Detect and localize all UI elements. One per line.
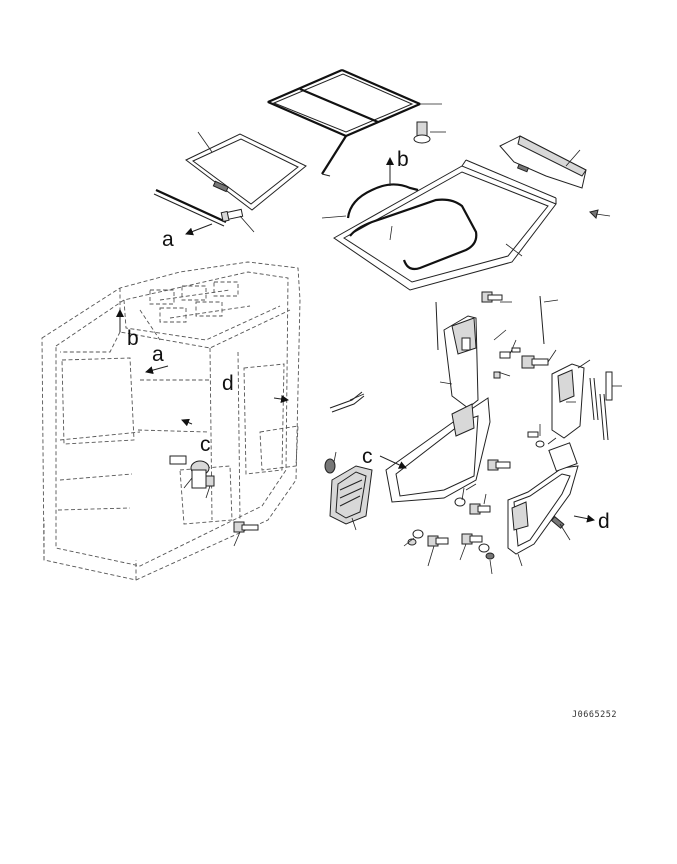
grille-knob [324, 458, 336, 474]
roof-knob [413, 121, 431, 144]
window-glass-panel [185, 133, 307, 211]
side-bolt-pair [521, 355, 549, 369]
roof-panel [333, 159, 557, 291]
cab-fitting [169, 455, 215, 489]
label-c-right: c [362, 445, 373, 468]
wire-strip [329, 391, 365, 413]
label-c-cab: c [200, 433, 211, 456]
label-d-cab: d [222, 372, 234, 395]
lower-bolts [427, 459, 511, 547]
frame-bolt [220, 208, 244, 223]
cab-bolt [233, 521, 259, 533]
left-pillar-trim-upper [435, 301, 479, 409]
pillar-bolt [481, 291, 503, 303]
label-b-upper: b [397, 148, 409, 171]
window-seal-strip [153, 188, 227, 227]
washers-and-nuts [407, 440, 545, 560]
label-b-cab: b [127, 327, 139, 350]
roof-bracket [499, 135, 599, 219]
figure-code: J0665252 [572, 710, 617, 720]
right-lower-trim [507, 442, 579, 555]
right-pillar-trim [539, 295, 585, 439]
direction-arrows [116, 157, 595, 523]
left-lower-trim [385, 397, 491, 503]
strip-parts [589, 371, 613, 441]
grille-panel [329, 465, 373, 525]
label-a-upper: a [162, 228, 174, 251]
cab-frame [41, 261, 301, 581]
roof-window-frame [266, 68, 422, 177]
leader-lines [183, 103, 622, 575]
label-a-cab: a [152, 343, 164, 366]
label-d-right: d [598, 510, 610, 533]
